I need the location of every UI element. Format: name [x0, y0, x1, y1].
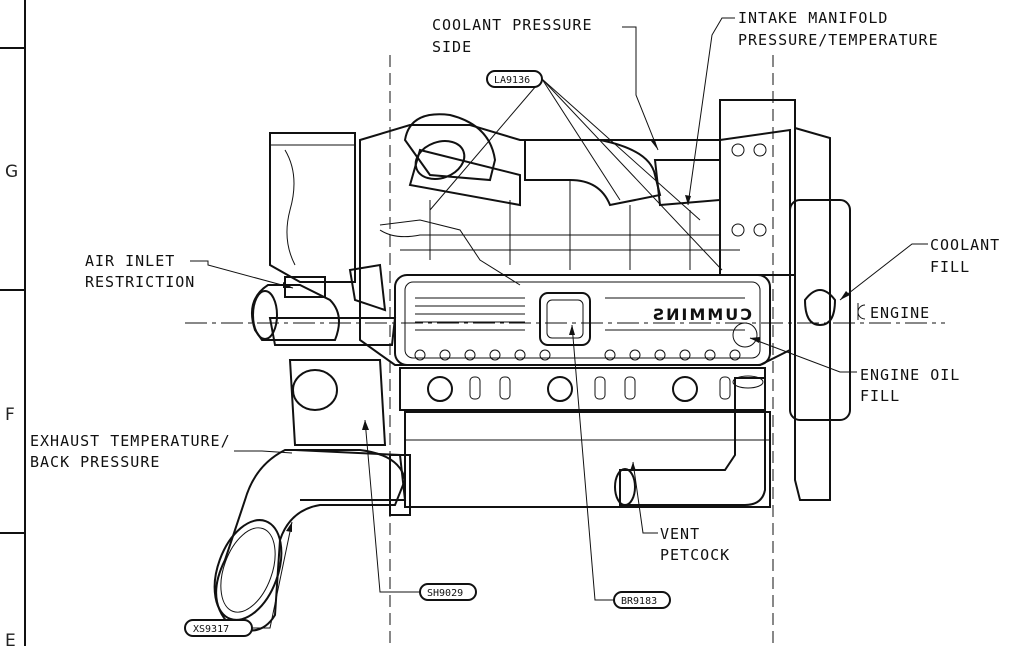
air-inlet-label-line1: AIR INLET	[85, 252, 175, 270]
ref-bubble-la9136: LA9136	[486, 70, 543, 88]
aftercooler-bracket	[719, 99, 796, 276]
coolant-pressure-label-line2: SIDE	[432, 38, 472, 56]
ref-bubble-br9183: BR9183	[613, 591, 671, 609]
air-inlet-elbow	[251, 284, 340, 341]
engine-body	[213, 99, 851, 632]
leader-lines	[190, 17, 928, 629]
air-inlet-label-line2: RESTRICTION	[85, 273, 195, 291]
valve-cover	[394, 274, 771, 366]
ref-bubble-sh9029: SH9029	[419, 583, 477, 601]
valve-cover-bolts	[414, 349, 741, 361]
lower-coolant-elbow	[619, 377, 766, 506]
coolant-pressure-label-line1: COOLANT PRESSURE	[432, 16, 593, 34]
oil-fill-port	[732, 322, 758, 348]
ref-br9183-text: BR9183	[621, 596, 657, 607]
coolant-fill-label-line2: FILL	[930, 258, 970, 276]
upper-intake-pipe	[524, 139, 662, 207]
oil-fill-cap	[539, 292, 591, 346]
ref-bubble-xs9317: XS9317	[184, 619, 253, 637]
intake-crossover	[403, 113, 497, 182]
ref-xs9317-text: XS9317	[193, 624, 229, 635]
heat-exchanger	[404, 411, 771, 508]
exhaust-outlet-elbow	[215, 449, 407, 632]
ref-sh9029-text: SH9029	[427, 588, 463, 599]
coolant-tank	[789, 199, 851, 421]
exhaust-label-line2: BACK PRESSURE	[30, 453, 160, 471]
zone-label-e: E	[5, 631, 16, 646]
exhaust-manifold	[399, 367, 766, 411]
ref-la9136-text: LA9136	[494, 75, 530, 86]
intake-manifold-label-line2: PRESSURE/TEMPERATURE	[738, 31, 939, 49]
engine-oil-fill-label-line2: FILL	[860, 387, 900, 405]
intake-manifold-label-line1: INTAKE MANIFOLD	[738, 9, 888, 27]
zone-label-g: G	[5, 162, 18, 182]
coolant-fill-cap	[803, 289, 837, 327]
vent-petcock-label-line2: PETCOCK	[660, 546, 730, 564]
engine-centerline-label: ENGINE	[870, 304, 930, 322]
engine-oil-fill-label-line1: ENGINE OIL	[860, 366, 960, 384]
gear-housing	[794, 126, 831, 501]
zone-label-f: F	[5, 405, 15, 425]
coolant-fill-label-line1: COOLANT	[930, 236, 1000, 254]
centerline-symbol	[857, 303, 866, 320]
vent-petcock-label-line1: VENT	[660, 525, 700, 543]
drawing-border	[0, 0, 26, 646]
turbocharger	[292, 369, 338, 411]
cummins-logo: CUMMINS	[651, 305, 752, 324]
air-cleaner-housing	[269, 132, 356, 283]
exhaust-label-line1: EXHAUST TEMPERATURE/	[30, 432, 231, 450]
